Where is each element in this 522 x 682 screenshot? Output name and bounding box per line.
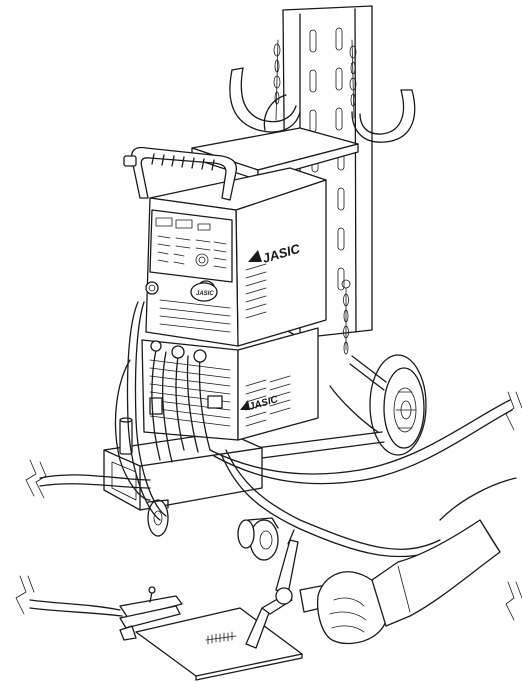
welder-upper-unit [145,167,327,347]
carry-handle [123,146,238,201]
welding-cables [25,301,522,558]
welder-lower-unit [141,327,319,441]
left-cable-hook [229,39,301,133]
panel-logo-text: JASIC [196,291,214,297]
castor-wheel-right [237,517,279,561]
cylinder-chain [341,279,351,355]
panel-logo-badge: JASIC [190,282,218,302]
rear-wheel [349,354,427,456]
gloved-hand [316,477,522,645]
welding-torch [245,529,357,649]
right-cable-hook [349,39,416,143]
